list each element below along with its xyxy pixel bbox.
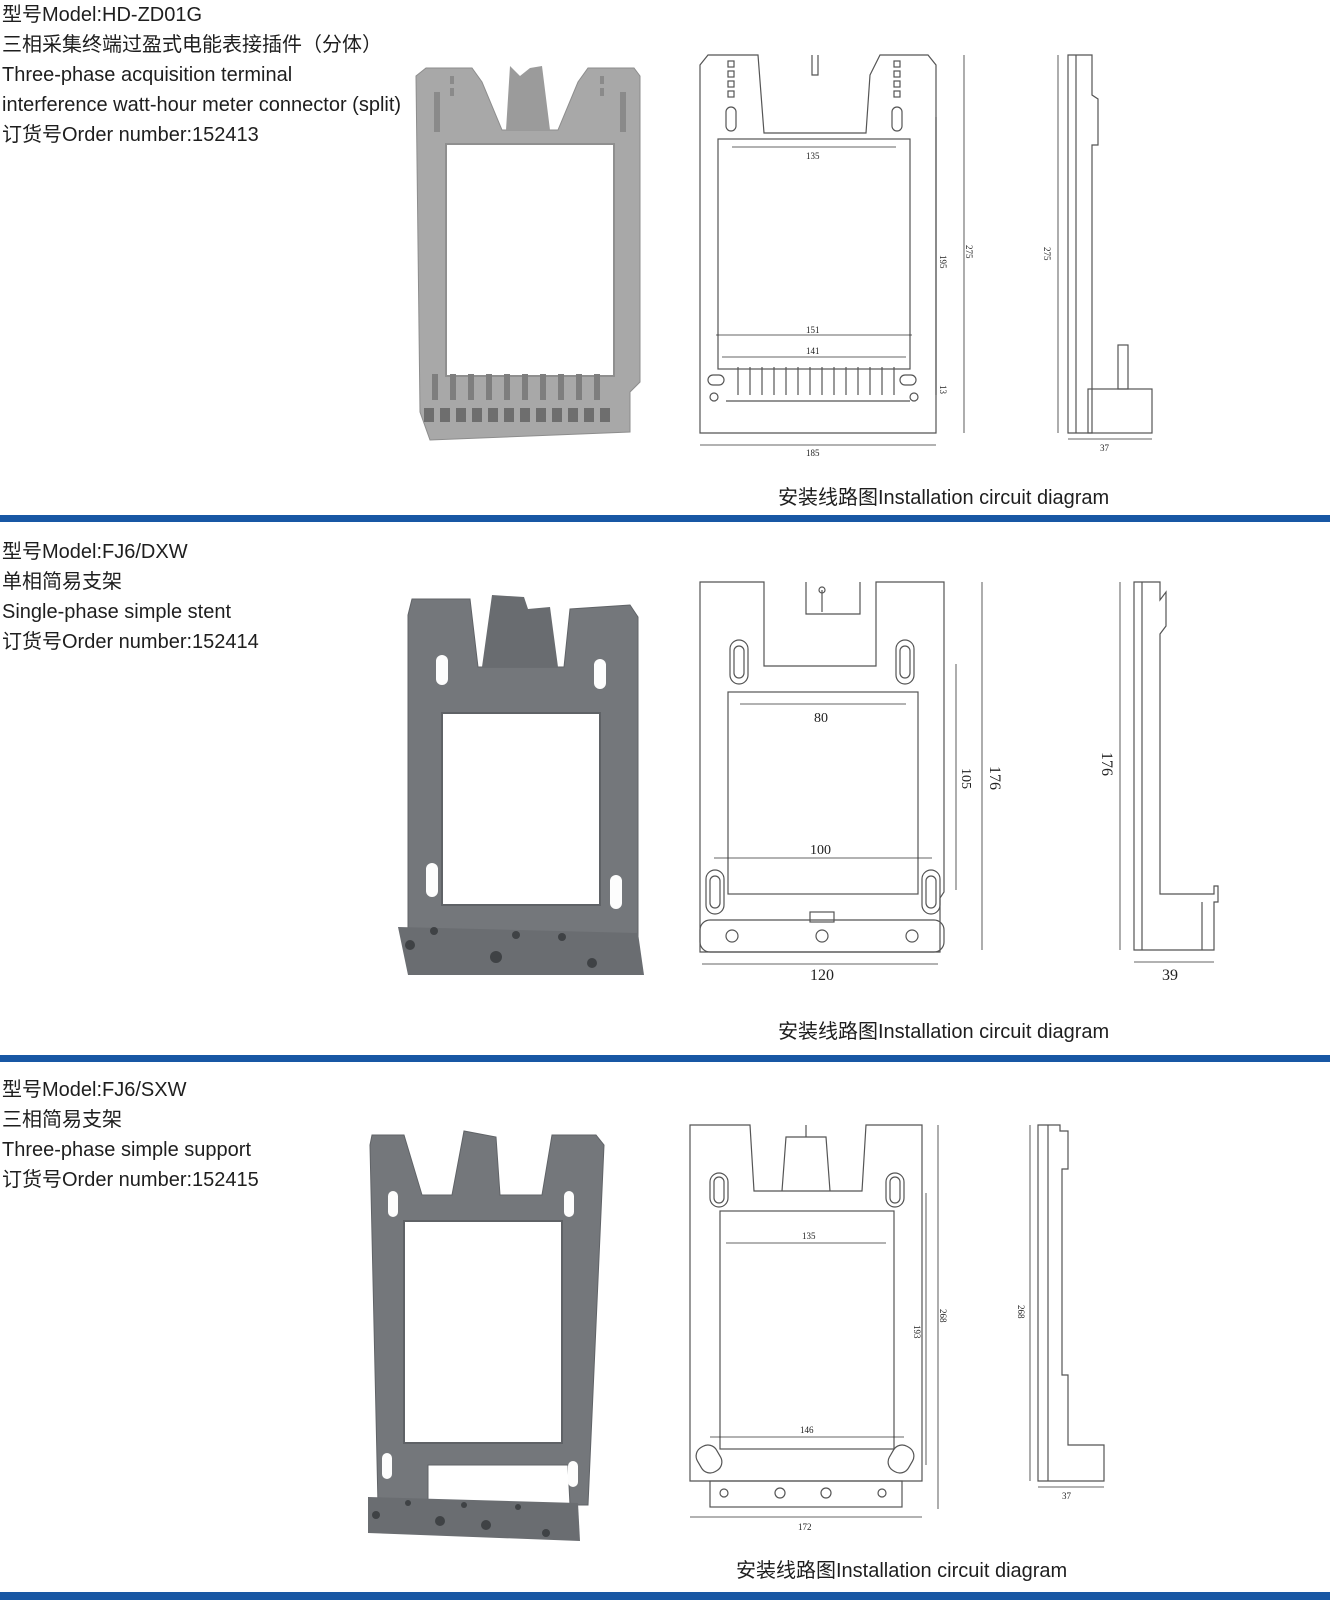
dim-inner-height-3: 193: [912, 1325, 922, 1339]
order-number: 订货号Order number:152414: [2, 631, 259, 653]
dim-slot-span-2: 100: [810, 843, 831, 858]
product-photo-2: [398, 595, 644, 975]
product-photo-3: [368, 1130, 605, 1541]
dim-side-height-2: 176: [1098, 752, 1115, 776]
model-label: 型号Model:FJ6/SXW: [2, 1079, 187, 1101]
product-name-cn: 三相采集终端过盈式电能表接插件（分体）: [2, 34, 382, 56]
product-info-1: 型号Model:HD-ZD01G 三相采集终端过盈式电能表接插件（分体） Thr…: [2, 0, 401, 150]
product-name-en-line-1: Three-phase simple support: [2, 1139, 252, 1161]
product-name-cn: 三相简易支架: [2, 1109, 122, 1131]
section-divider-1: [0, 515, 1330, 522]
side-view-drawing-2: 176 39: [1098, 581, 1219, 984]
dim-side-height-3: 268: [1016, 1305, 1026, 1319]
side-view-drawing-3: 268 37: [1016, 1124, 1105, 1501]
section-divider-2: [0, 1055, 1330, 1062]
dim-depth-2: 39: [1162, 967, 1178, 984]
product-section-1: 型号Model:HD-ZD01G 三相采集终端过盈式电能表接插件（分体） Thr…: [0, 0, 1330, 520]
side-view-drawing-1: 275 37: [1042, 54, 1153, 453]
product-section-2: 型号Model:FJ6/DXW 单相简易支架 Single-phase simp…: [0, 537, 1330, 1057]
product-name-en-line-2: interference watt-hour meter connector (…: [2, 94, 402, 116]
diagram-caption-2: 安装线路图Installation circuit diagram: [778, 1021, 1110, 1043]
model-label: 型号Model:HD-ZD01G: [2, 4, 203, 26]
dim-total-width-2: 120: [810, 967, 834, 984]
diagram-caption-1: 安装线路图Installation circuit diagram: [778, 487, 1110, 509]
dim-total-width-1: 185: [806, 448, 820, 458]
dim-inner-width-3: 135: [802, 1231, 816, 1241]
dim-total-height-1: 275: [964, 245, 974, 259]
dim-side-height-1: 275: [1042, 247, 1052, 261]
dim-total-height-2: 176: [986, 766, 1003, 790]
front-view-drawing-1: 135 195 275 151 141 13 185: [699, 54, 974, 458]
order-number: 订货号Order number:152415: [2, 1169, 259, 1191]
dim-depth-1: 37: [1100, 443, 1110, 453]
section-divider-3: [0, 1592, 1330, 1600]
product-section-3: 型号Model:FJ6/SXW 三相简易支架 Three-phase simpl…: [0, 1075, 1330, 1595]
product-name-en-line-1: Three-phase acquisition terminal: [2, 64, 293, 86]
dim-terminal-outer-1: 151: [806, 325, 820, 335]
dim-inner-height-1: 195: [938, 255, 948, 269]
dim-slot-span-3: 146: [800, 1425, 814, 1435]
product-info-3: 型号Model:FJ6/SXW 三相简易支架 Three-phase simpl…: [2, 1075, 259, 1195]
dim-inner-height-2: 105: [958, 768, 973, 789]
front-view-drawing-3: 135 193 268 146 172: [689, 1124, 948, 1532]
order-number: 订货号Order number:152413: [2, 124, 259, 146]
dim-total-height-3: 268: [938, 1309, 948, 1323]
dim-terminal-height-1: 13: [938, 385, 948, 395]
dim-inner-width-2: 80: [814, 711, 828, 726]
product-name-cn: 单相简易支架: [2, 571, 122, 593]
dim-total-width-3: 172: [798, 1522, 812, 1532]
dim-depth-3: 37: [1062, 1491, 1072, 1501]
product-name-en-line-1: Single-phase simple stent: [2, 601, 232, 623]
diagram-caption-3: 安装线路图Installation circuit diagram: [736, 1560, 1068, 1582]
model-label: 型号Model:FJ6/DXW: [2, 541, 188, 563]
dim-terminal-inner-1: 141: [806, 346, 820, 356]
dim-inner-width-1: 135: [806, 151, 820, 161]
product-info-2: 型号Model:FJ6/DXW 单相简易支架 Single-phase simp…: [2, 537, 259, 657]
product-photo-1: [415, 66, 641, 441]
front-view-drawing-2: 80 105 176 100 120: [699, 581, 1003, 984]
